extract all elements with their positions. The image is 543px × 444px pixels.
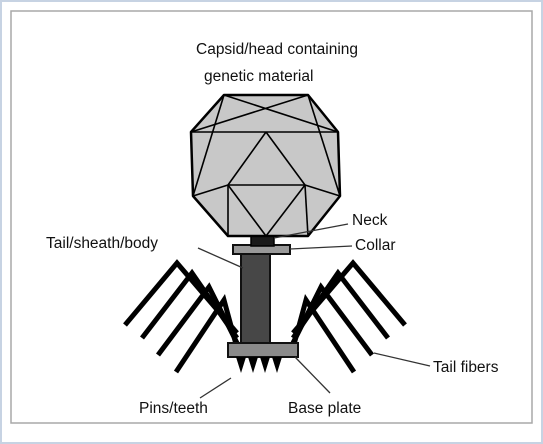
- tail-sheath-label: Tail/sheath/body: [46, 235, 158, 252]
- tail-sheath: [241, 253, 270, 344]
- neck-label: Neck: [352, 212, 388, 229]
- collar-label: Collar: [355, 237, 395, 254]
- capsid-label-line2: genetic material: [204, 68, 313, 85]
- pins-label: Pins/teeth: [139, 400, 208, 417]
- capsid-label-line1: Capsid/head containing: [196, 41, 358, 58]
- capsid-head: [191, 95, 340, 236]
- tail-fibers-label: Tail fibers: [433, 359, 499, 376]
- base-plate-label: Base plate: [288, 400, 361, 417]
- base-plate: [228, 343, 298, 357]
